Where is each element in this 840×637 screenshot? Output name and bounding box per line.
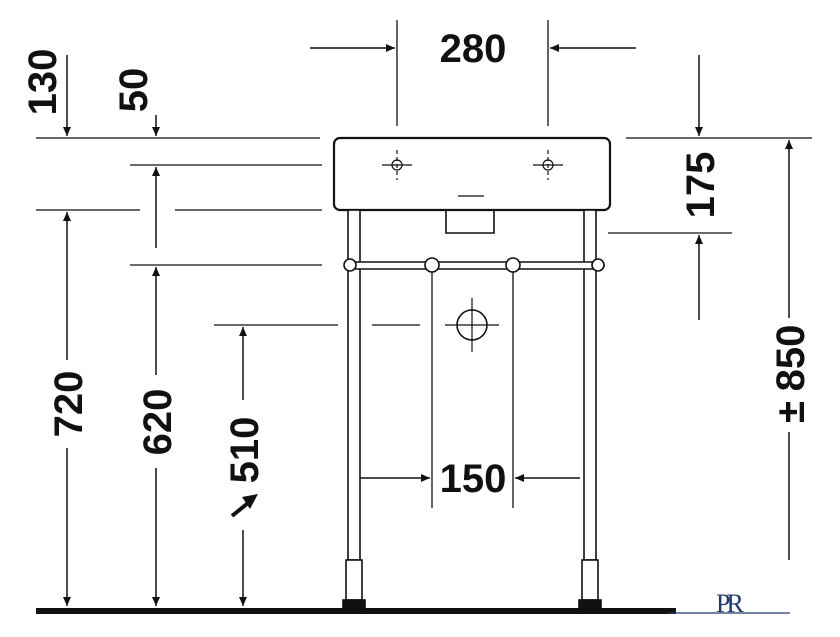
dim-label-280: 280 [440, 27, 507, 71]
pr-logo: PR [668, 589, 790, 618]
pointer-arrow-icon [230, 494, 258, 518]
floor-line [36, 608, 676, 614]
dim-label-850: 850 [769, 325, 813, 392]
tap-hole-right [533, 150, 563, 180]
stand-leg-right [578, 209, 602, 609]
plus-minus-symbol: ± [769, 401, 813, 423]
towel-rail [343, 257, 605, 273]
dim-label-130: 130 [21, 49, 65, 116]
dim-label-620: 620 [136, 389, 180, 456]
dim-label-50: 50 [112, 68, 156, 113]
dim-label-150: 150 [440, 457, 507, 501]
washbasin [332, 136, 612, 234]
dim-label-510: 510 [223, 417, 267, 484]
tap-hole-left [382, 150, 412, 180]
extension-lines [36, 20, 812, 508]
dim-label-720: 720 [47, 371, 91, 438]
stand-leg-left [342, 209, 366, 609]
dimension-arrows [63, 44, 793, 606]
waste-outlet [445, 298, 499, 352]
pr-logo-text: PR [716, 589, 744, 618]
dim-label-175: 175 [679, 152, 723, 219]
